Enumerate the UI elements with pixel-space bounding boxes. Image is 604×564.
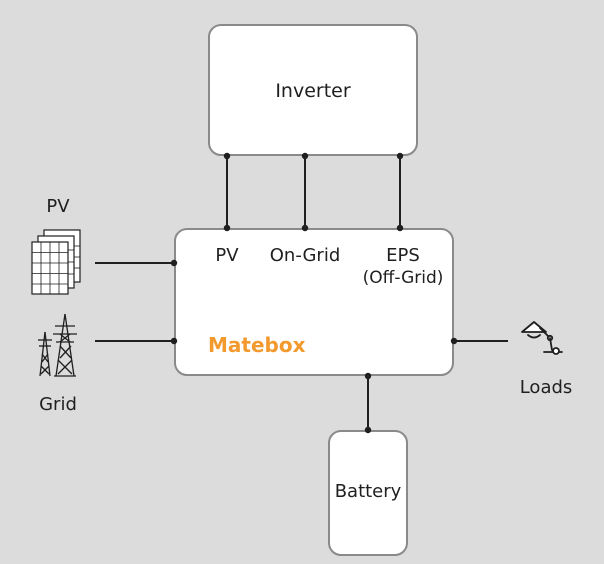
solar-panel-icon (31, 229, 81, 295)
port-eps-label: EPS (386, 245, 420, 266)
power-tower-icon (38, 313, 77, 377)
junction-dot (301, 224, 309, 232)
port-ongrid-label: On-Grid (269, 245, 341, 266)
junction-dot (364, 372, 372, 380)
desk-lamp-icon (521, 321, 563, 355)
loads-label: Loads (519, 377, 573, 398)
junction-dot (450, 337, 458, 345)
pv-source-label: PV (46, 196, 70, 217)
matebox-box (174, 228, 454, 376)
junction-dot (396, 152, 404, 160)
junction-dot (170, 259, 178, 267)
inverter-label: Inverter (275, 80, 351, 102)
battery-label: Battery (334, 481, 402, 502)
junction-dot (223, 224, 231, 232)
junction-dot (301, 152, 309, 160)
junction-dot (396, 224, 404, 232)
inverter-box (208, 24, 418, 156)
junction-dot (170, 337, 178, 345)
grid-source-label: Grid (39, 394, 77, 415)
port-eps-offgrid-label: (Off-Grid) (362, 268, 444, 288)
junction-dot (223, 152, 231, 160)
junction-dot (364, 426, 372, 434)
port-pv-label: PV (215, 245, 239, 266)
battery-box (328, 430, 408, 556)
matebox-label: Matebox (208, 333, 306, 357)
